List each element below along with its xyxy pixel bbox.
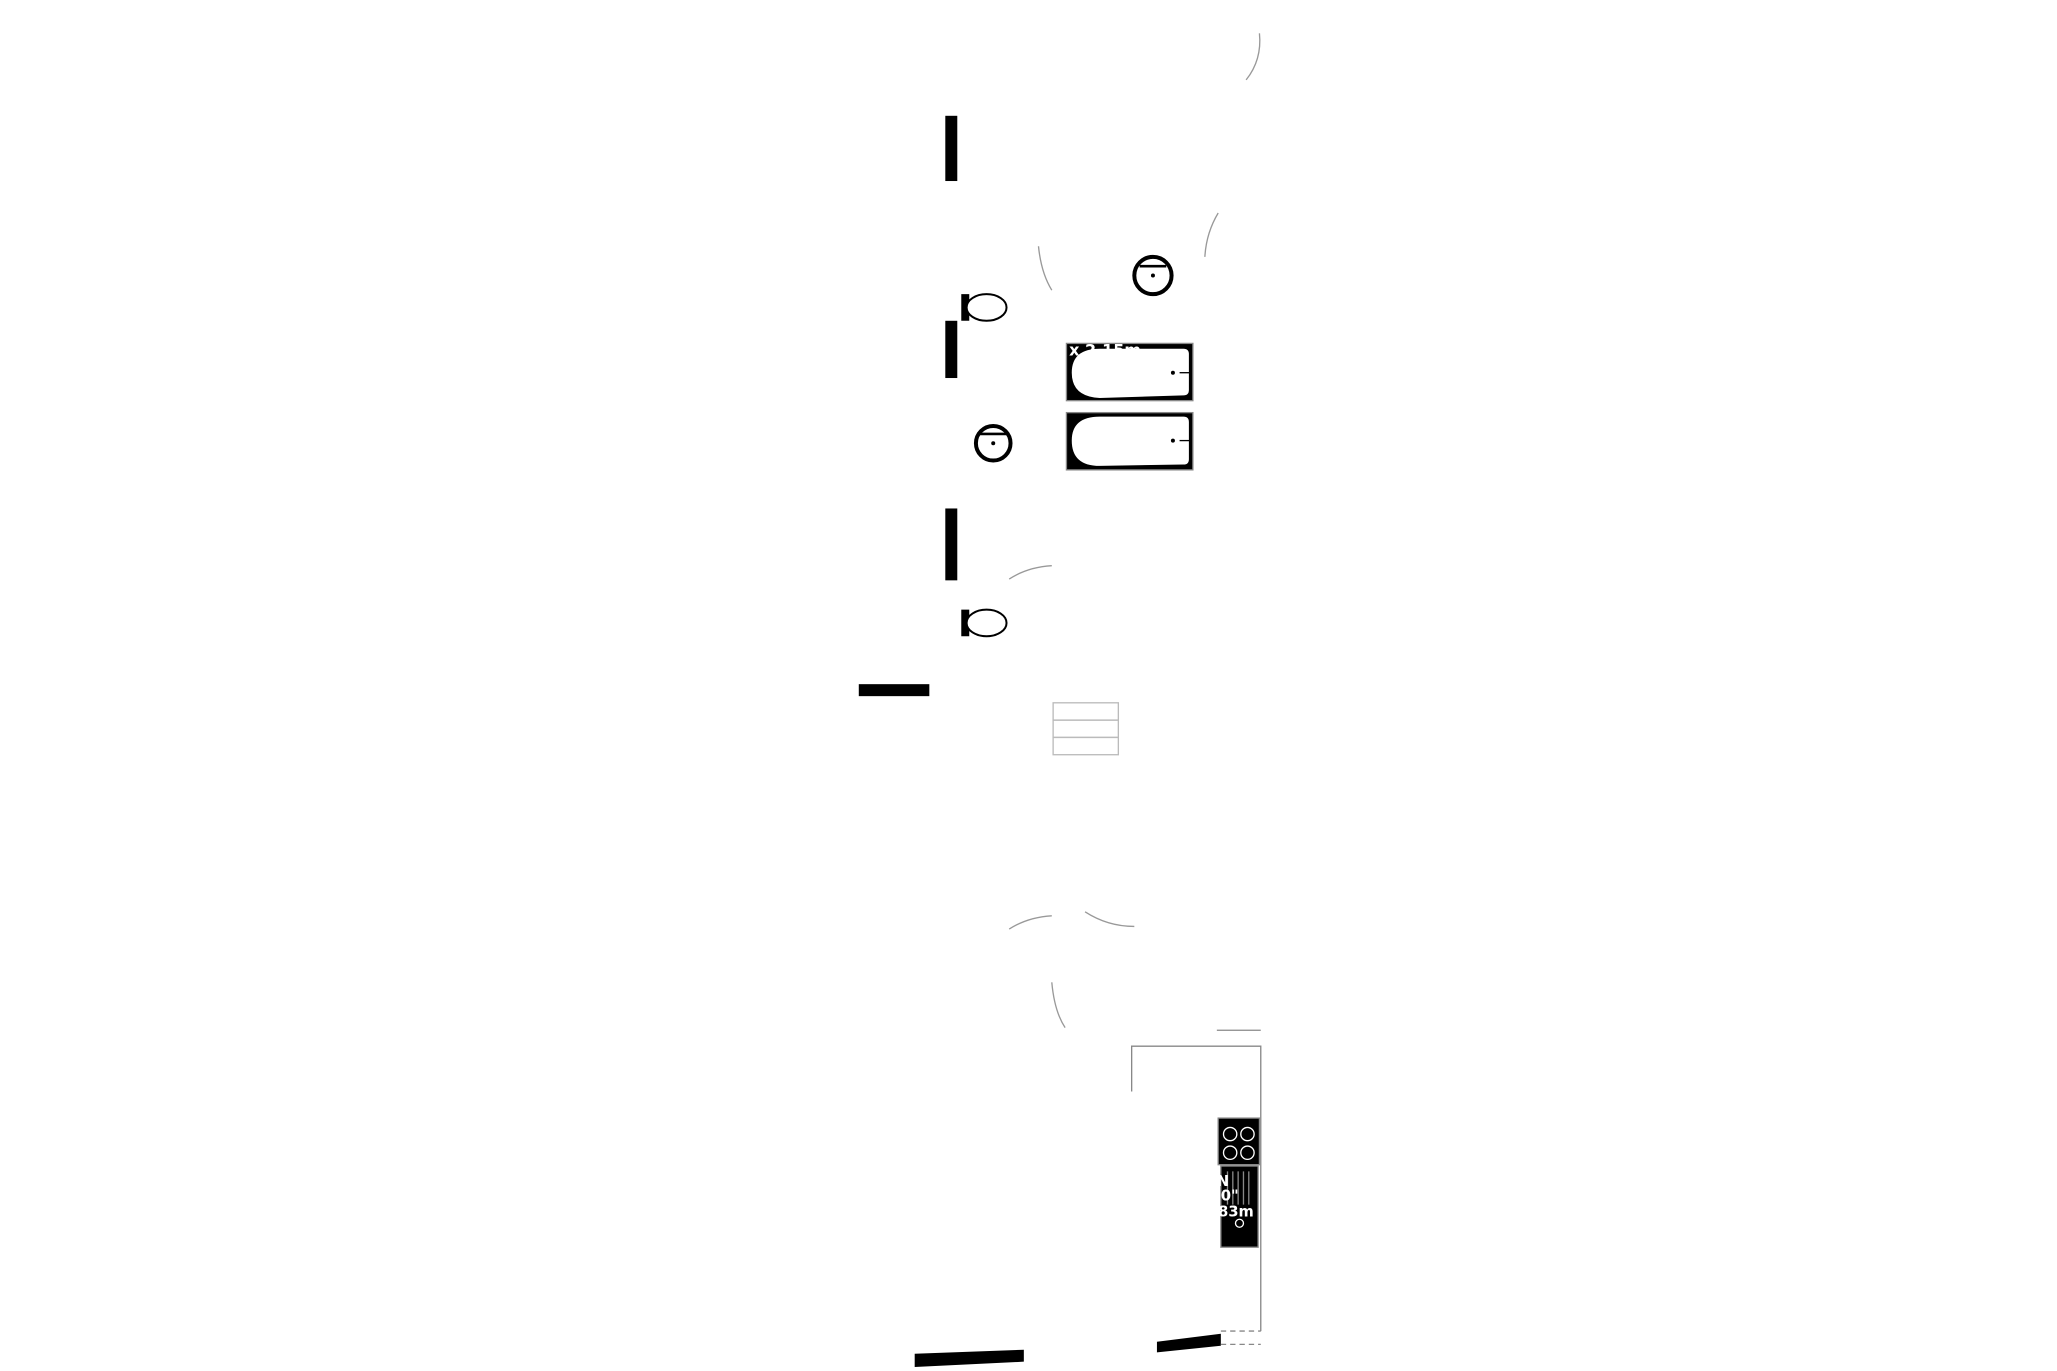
bath-dimension-label: x 2.15m — [1069, 340, 1141, 359]
door-swings — [1008, 33, 1261, 1028]
hob — [1217, 1117, 1261, 1166]
kitchen-label: N 0" 83m — [1217, 1173, 1254, 1221]
toilet — [961, 293, 1008, 322]
kitchen-label-line: 83m — [1218, 1204, 1254, 1221]
wash-basin — [973, 423, 1013, 463]
wall-segment — [858, 684, 930, 697]
bathtub — [1065, 411, 1194, 471]
wall-segment — [945, 320, 958, 379]
wall-segment — [914, 1349, 1024, 1368]
wash-basin — [1132, 254, 1174, 297]
kitchen-label-line: N — [1217, 1173, 1229, 1190]
wall-segment — [945, 115, 958, 182]
wall-segment — [945, 508, 958, 581]
kitchen-label-line: 0" — [1221, 1188, 1239, 1205]
wall-segment — [1156, 1333, 1221, 1353]
toilet — [961, 608, 1008, 638]
walls — [858, 115, 1221, 1368]
kitchen-counter — [1130, 1029, 1262, 1346]
bathtub — [1065, 342, 1194, 402]
stair-treads — [1052, 702, 1120, 756]
kitchen-sink — [1220, 1165, 1259, 1248]
